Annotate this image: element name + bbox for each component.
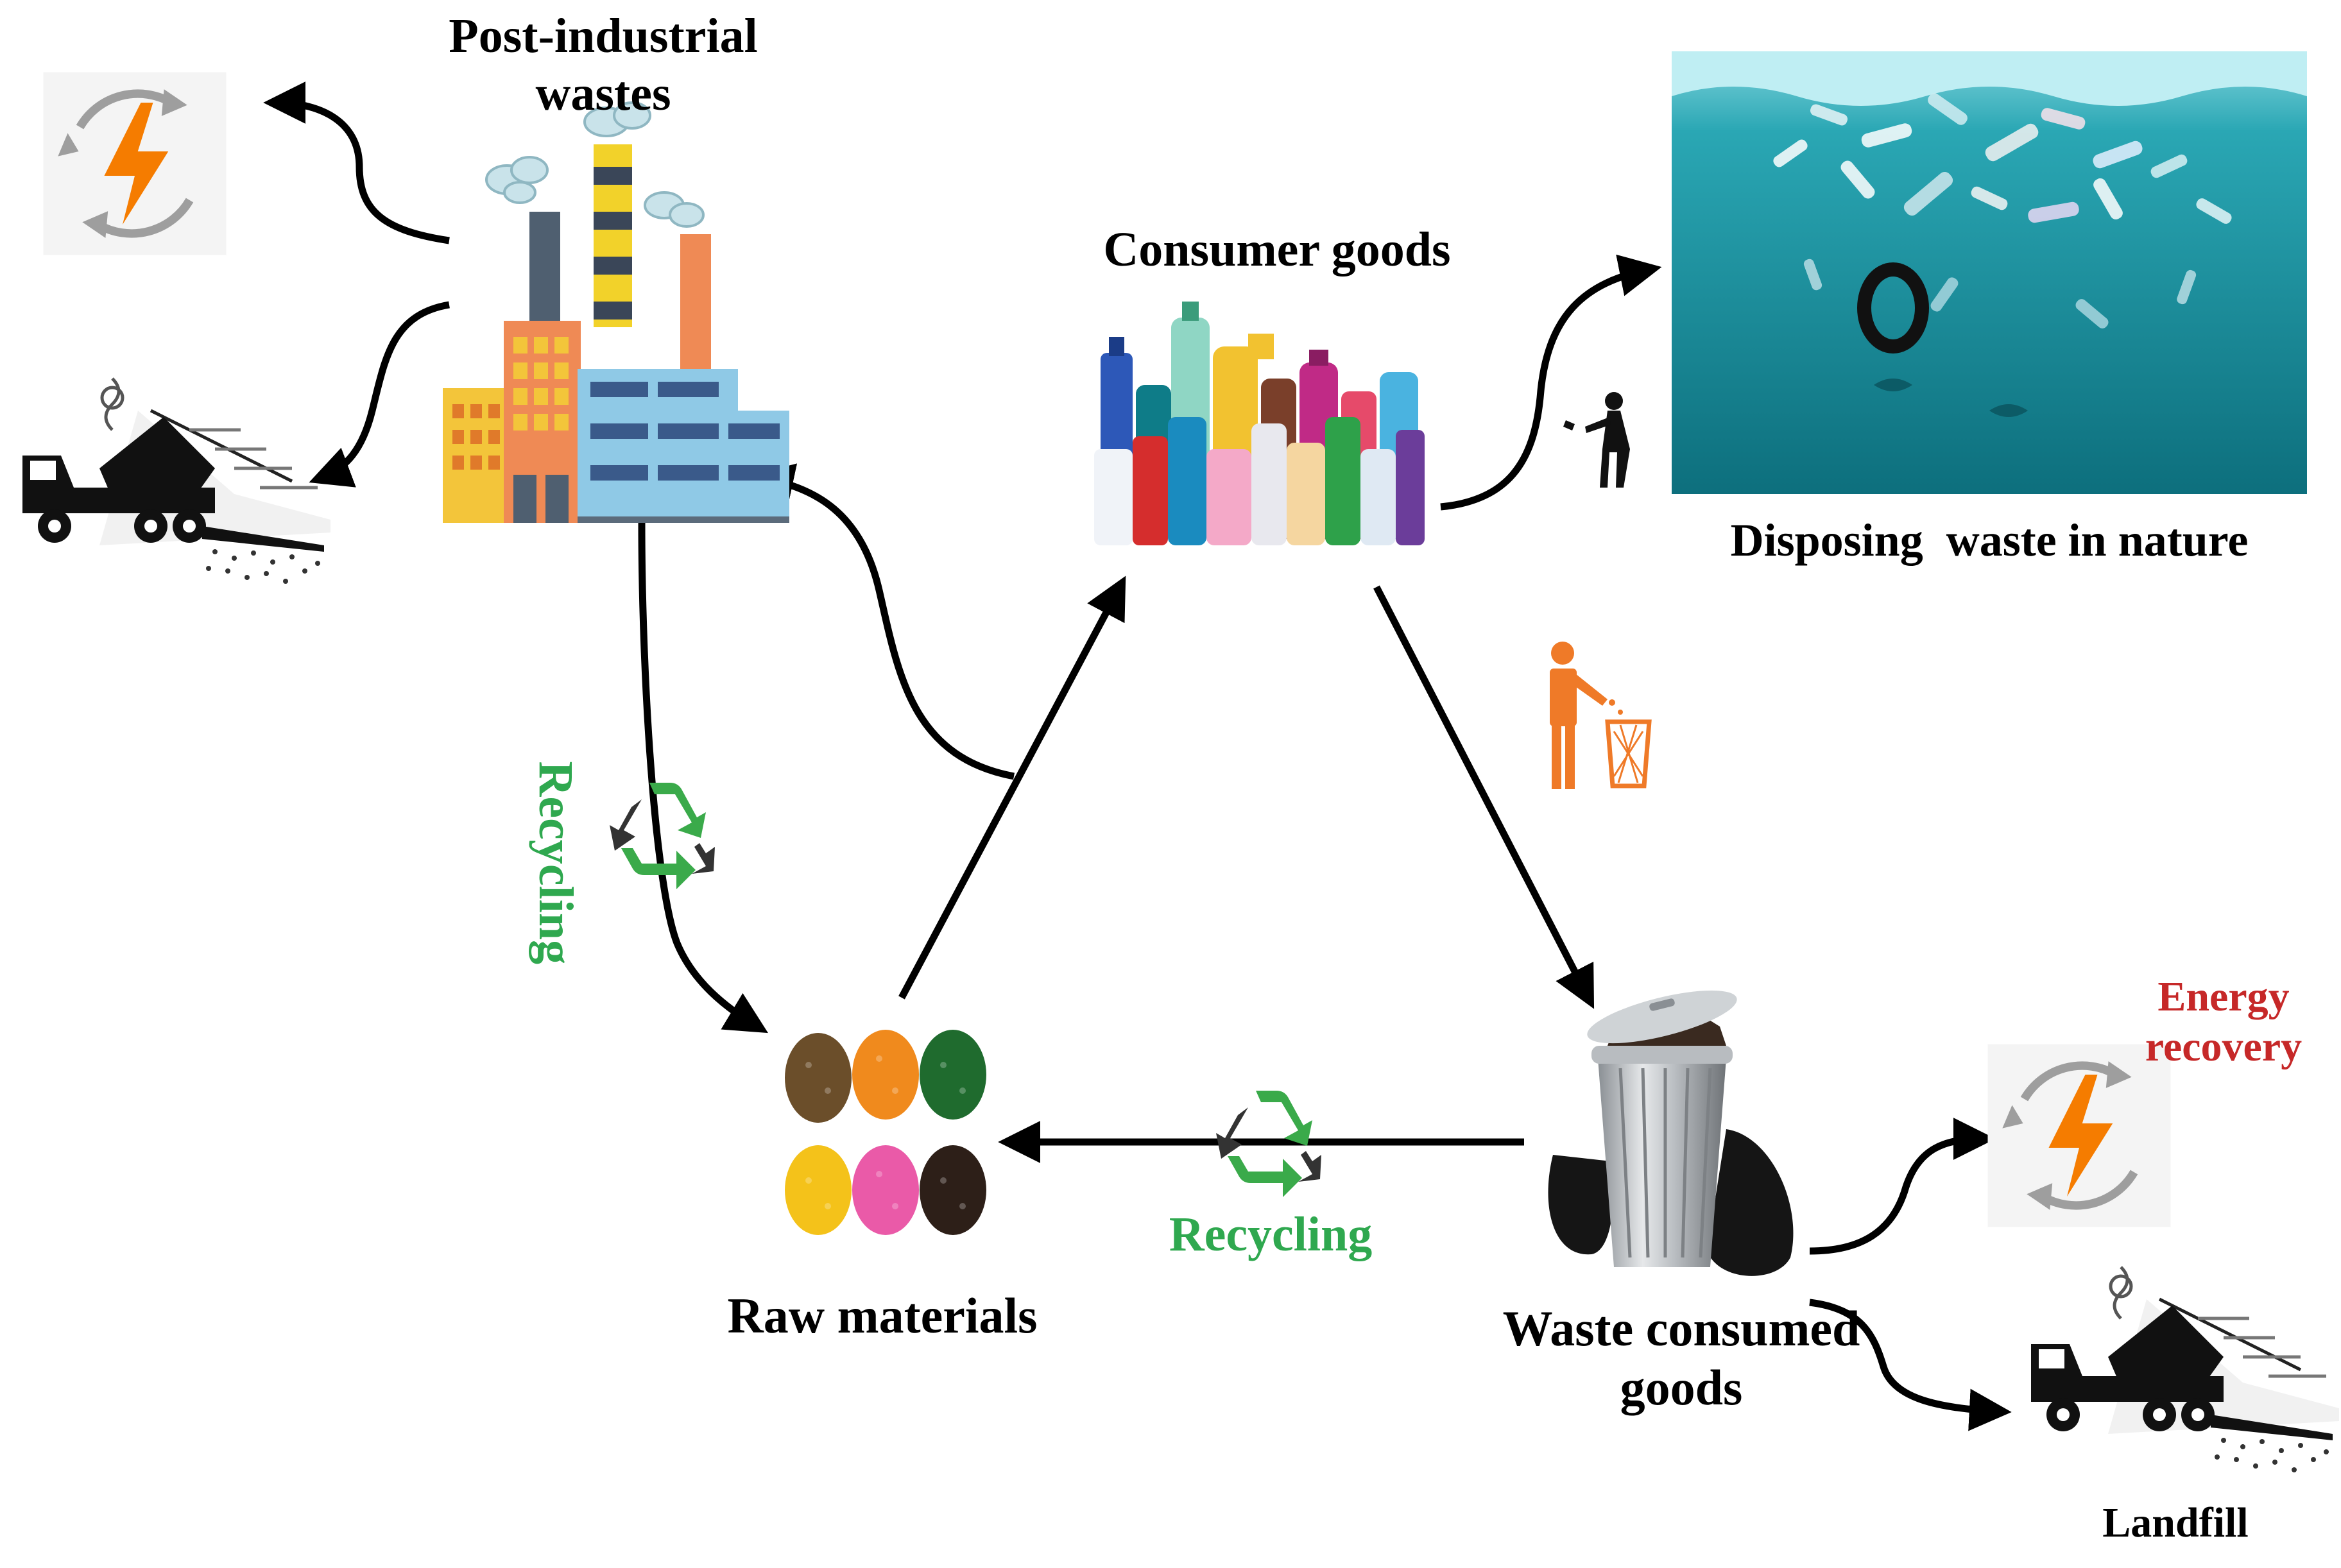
label-post-industrial-wastes: Post-industrial wastes xyxy=(449,9,758,121)
factory-icon xyxy=(443,101,789,523)
person-littering-icon xyxy=(1563,392,1630,488)
arrow-waste-to-landfill xyxy=(1809,1299,2012,1431)
label-recycling-horizontal: Recycling xyxy=(1169,1207,1373,1261)
arrow-consumer-to-nature xyxy=(1440,254,1662,511)
label-landfill: Landfill xyxy=(2102,1499,2249,1546)
label-disposing-waste-in-nature: Disposing waste in nature xyxy=(1730,515,2249,566)
arrow-raw-to-consumer xyxy=(898,575,1126,1000)
plastic-granules-icon xyxy=(780,1023,986,1248)
arrow-factory-to-landfill xyxy=(309,301,450,488)
arrow-consumer-to-waste xyxy=(1373,585,1595,1009)
arrow-waste-to-energy xyxy=(1809,1118,1996,1255)
label-waste-consumed-goods: Waste consumed goods xyxy=(1502,1300,1860,1416)
trash-can-icon xyxy=(1548,990,1794,1276)
ocean-plastic-pollution-icon xyxy=(1672,51,2307,494)
dump-truck-icon-left xyxy=(22,379,330,584)
arrow-factory-to-raw xyxy=(638,522,768,1034)
plastic-bottles-icon xyxy=(1085,302,1431,552)
energy-icon-top-left xyxy=(43,72,226,255)
person-throwing-trash-icon xyxy=(1550,642,1652,789)
arrow-factory-to-energy xyxy=(263,81,450,244)
label-energy-recovery: Energy recovery xyxy=(2145,973,2302,1070)
arrow-to-factory xyxy=(751,463,1015,780)
label-raw-materials: Raw materials xyxy=(727,1288,1038,1343)
label-consumer-goods: Consumer goods xyxy=(1103,223,1451,277)
recycle-icon-vertical xyxy=(610,783,715,889)
label-recycling-vertical: Recycling xyxy=(528,761,583,965)
dump-truck-icon-right xyxy=(2031,1267,2339,1472)
